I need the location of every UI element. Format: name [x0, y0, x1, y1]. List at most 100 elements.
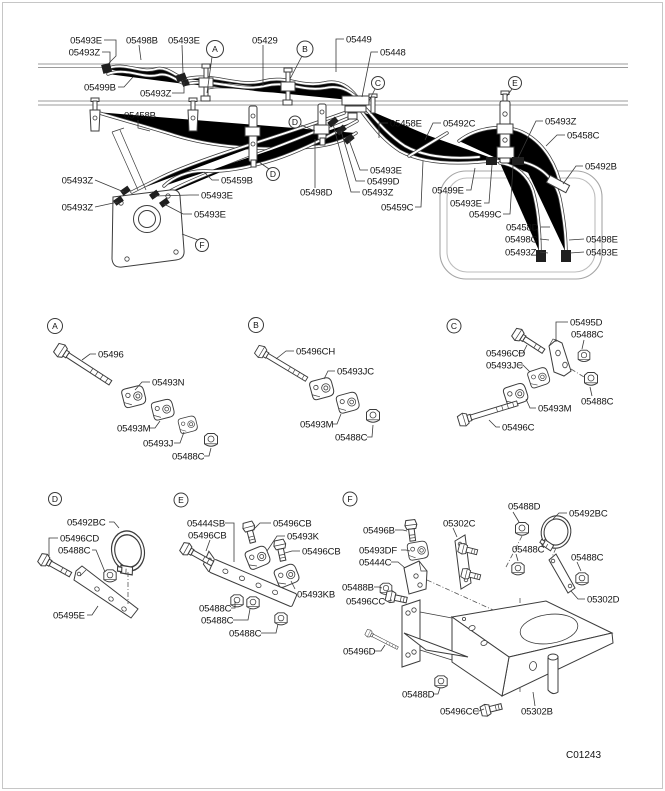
- leader-line: [374, 586, 383, 589]
- part-label-05499D: 05499D: [367, 176, 400, 187]
- leader-line: [205, 539, 211, 552]
- leader-line: [181, 44, 184, 74]
- leader-line: [452, 527, 458, 538]
- leader-line: [488, 419, 500, 428]
- bolt-05496CC: [384, 589, 409, 607]
- callout-circle-E: [508, 76, 522, 90]
- part-label-05493K: 05493K: [287, 531, 320, 542]
- clamp-05493JC: [308, 375, 336, 402]
- part-label-05488C: 05488C: [512, 544, 545, 555]
- leader-line: [174, 431, 185, 444]
- section-letter-E: E: [178, 495, 184, 505]
- leader-line: [539, 238, 550, 241]
- part-label-05493Z: 05493Z: [545, 116, 577, 127]
- hanger-strap: [313, 103, 330, 146]
- part-label-05493M: 05493M: [300, 419, 334, 430]
- hanger-strap: [244, 105, 261, 168]
- callout-letter-B: B: [302, 44, 308, 54]
- part-label-05499E: 05499E: [432, 185, 464, 196]
- detail-e-parts: [178, 520, 302, 626]
- bracket-05444SB: [202, 550, 298, 607]
- leader-line: [204, 447, 212, 457]
- part-label-05493M: 05493M: [117, 423, 151, 434]
- leader-line: [258, 161, 270, 170]
- leader-line: [225, 522, 235, 562]
- leader-line: [466, 167, 476, 191]
- part-label-05496B: 05496B: [363, 525, 395, 536]
- leader-line: [545, 134, 565, 147]
- leader-lines: [48, 38, 593, 712]
- leader-line: [391, 561, 406, 569]
- callout-circle-D: [288, 115, 302, 129]
- nut-05488C: [246, 596, 260, 610]
- part-label-05493E: 05493E: [168, 35, 200, 46]
- bracket-05302B: [401, 599, 614, 697]
- leader-line: [104, 39, 117, 64]
- part-label-05493Z: 05493Z: [62, 175, 94, 186]
- leader-line: [539, 251, 549, 254]
- leader-line: [348, 139, 368, 171]
- part-label-05444C: 05444C: [359, 557, 392, 568]
- part-label-05498C: 05498C: [505, 234, 538, 245]
- leader-line: [552, 512, 567, 520]
- part-label-05302B: 05302B: [521, 706, 553, 717]
- nut-05488C: [575, 572, 589, 586]
- callout-circle-F: [195, 238, 209, 252]
- bracket-05444C: [403, 560, 428, 595]
- tube-clamp-bolt-B: [280, 67, 296, 106]
- section-letter-A: A: [52, 321, 58, 331]
- hanger-bracket: [187, 97, 199, 132]
- part-label-05458B: 05458B: [124, 110, 156, 121]
- leader-line: [332, 123, 360, 193]
- callout-letter-D: D: [292, 117, 298, 127]
- clamp-05493M: [150, 397, 176, 422]
- part-label-05488C: 05488C: [581, 396, 614, 407]
- detail-c-parts: [456, 326, 598, 429]
- part-label-05493JC: 05493JC: [486, 360, 523, 371]
- leader-line: [512, 511, 520, 523]
- section-circle-D: [48, 492, 62, 506]
- leader-line: [340, 130, 365, 182]
- callout-letter-C: C: [375, 78, 381, 88]
- part-label-05496CD: 05496CD: [486, 348, 525, 359]
- part-label-05496D: 05496D: [343, 646, 376, 657]
- part-label-05496: 05496: [98, 349, 124, 360]
- tube-clamp-bolt-A: [198, 63, 214, 102]
- junction-manifold: [341, 93, 378, 120]
- leader-line: [434, 687, 441, 695]
- leader-line: [203, 171, 219, 181]
- leader-line: [532, 691, 536, 707]
- part-label-05492BC: 05492BC: [569, 508, 608, 519]
- part-label-05498E: 05498E: [586, 234, 618, 245]
- leader-line: [484, 164, 493, 204]
- callout-letter-F: F: [199, 240, 204, 250]
- leader-line: [387, 599, 393, 602]
- nut-05488C: [511, 562, 525, 576]
- leader-line: [81, 353, 96, 361]
- section-letter-B: B: [253, 320, 259, 330]
- leader-line: [424, 122, 441, 141]
- leader-line: [290, 580, 296, 590]
- part-label-05498B: 05498B: [126, 35, 158, 46]
- leader-line: [109, 521, 120, 529]
- part-label-05458E: 05458E: [390, 118, 422, 129]
- part-label-05499C: 05499C: [469, 209, 502, 220]
- leader-line: [289, 55, 303, 80]
- part-label-05493Z: 05493Z: [505, 247, 537, 258]
- leader-line: [401, 549, 411, 552]
- leader-line: [332, 413, 342, 425]
- leader-line: [92, 549, 106, 573]
- clamp-05493N: [120, 384, 148, 409]
- clamp-05493JC: [526, 365, 552, 390]
- part-label-05459B: 05459B: [221, 175, 253, 186]
- leader-line: [275, 350, 294, 360]
- callout-circle-A: [206, 40, 224, 58]
- leader-line: [181, 233, 199, 241]
- callout-circle-D: [266, 167, 280, 181]
- clamp-05493DF: [406, 539, 430, 562]
- leader-line: [233, 608, 251, 621]
- part-label-05493Z: 05493Z: [362, 187, 394, 198]
- leader-line: [94, 179, 125, 193]
- leader-line: [576, 561, 582, 572]
- section-letter-F: F: [347, 494, 352, 504]
